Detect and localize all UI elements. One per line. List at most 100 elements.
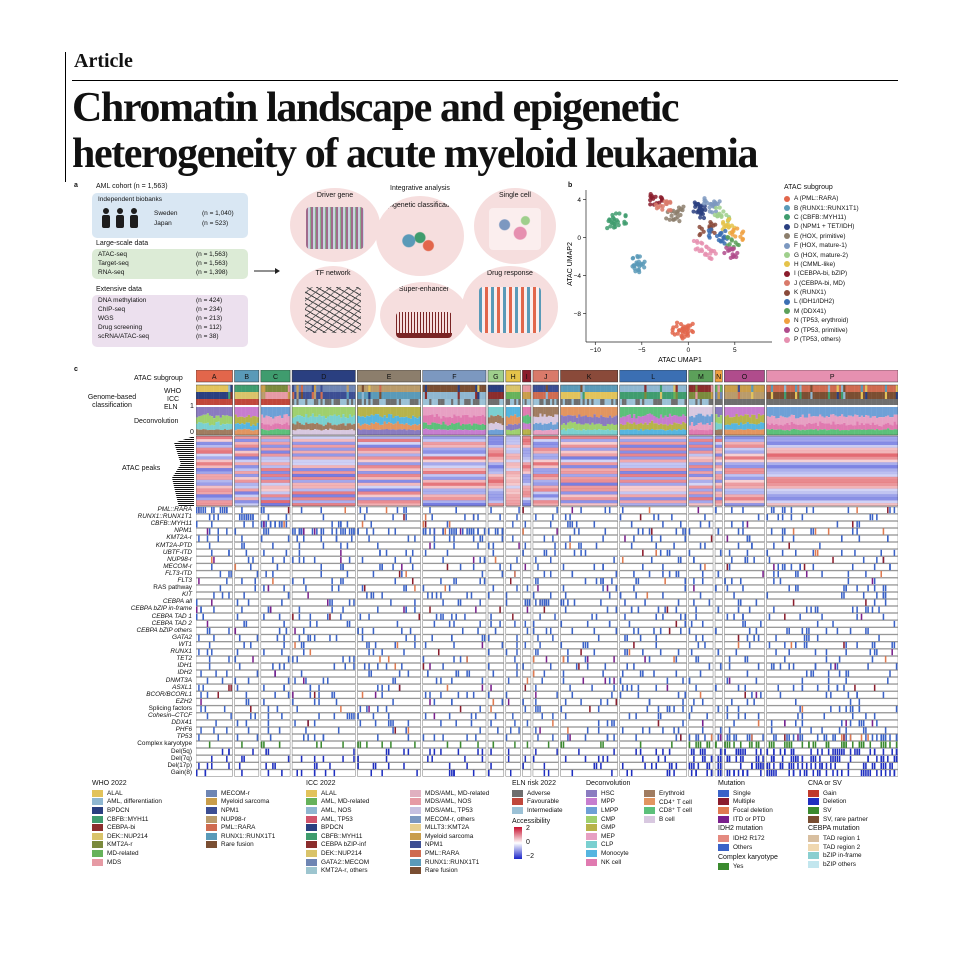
peak-row <box>560 494 618 498</box>
decon-cell <box>869 407 872 418</box>
mutation-mark <box>564 713 567 720</box>
eln-cell <box>744 399 747 405</box>
mutation-mark <box>710 755 713 762</box>
mutation-mark <box>200 705 202 713</box>
decon-cell <box>543 407 546 415</box>
decon-cell <box>803 417 807 427</box>
mutation-track-cell <box>619 762 687 770</box>
who-cell <box>573 385 577 392</box>
eln-cell <box>613 399 616 405</box>
mutation-track-cell <box>724 521 765 528</box>
decon-cell <box>630 407 634 419</box>
mutation-track-cell <box>260 556 291 564</box>
mutation-mark <box>600 599 602 606</box>
mutation-mark <box>377 684 379 691</box>
decon-cell <box>316 416 319 423</box>
mutation-mark <box>706 713 708 720</box>
gene-label: Cohesin–CTCF <box>147 712 192 720</box>
decon-cell <box>444 417 447 425</box>
decon-cell <box>357 415 360 424</box>
mutation-mark <box>586 642 589 649</box>
peak-row <box>260 444 291 448</box>
icc-cell <box>773 392 776 399</box>
decon-cell <box>862 417 866 425</box>
mutation-mark <box>757 720 760 727</box>
peak-row <box>488 479 504 483</box>
decon-cell <box>655 423 658 430</box>
decon-cell <box>524 415 527 424</box>
mutation-mark <box>414 741 416 748</box>
mutation-mark <box>392 563 394 571</box>
mutation-mark <box>494 556 497 564</box>
peak-row <box>488 488 504 492</box>
decon-cell <box>854 407 857 415</box>
mutation-mark <box>422 585 425 592</box>
mutation-mark <box>630 606 633 613</box>
peak-row <box>488 438 504 443</box>
decon-cell <box>206 407 210 414</box>
mutation-mark <box>662 570 664 578</box>
eln-cell <box>695 399 698 405</box>
decon-cell <box>619 423 623 430</box>
mutation-mark <box>742 620 744 627</box>
mutation-track-cell <box>532 755 559 763</box>
who-cell <box>243 385 246 392</box>
eln-cell <box>655 399 658 405</box>
who-cell <box>407 385 410 392</box>
eln-cell <box>830 399 833 405</box>
mutation-mark <box>688 762 691 770</box>
mutation-track-cell <box>196 663 233 670</box>
icc-cell <box>781 392 785 399</box>
mutation-mark <box>693 755 695 762</box>
mutation-mark <box>516 556 518 564</box>
mutation-mark <box>717 528 720 535</box>
peak-row <box>724 482 765 486</box>
icc-cell <box>501 392 505 399</box>
decon-cell <box>221 415 225 424</box>
mutation-track-cell <box>714 556 723 564</box>
mutation-track-cell <box>724 570 765 578</box>
mutation-track-cell <box>619 727 687 734</box>
icc-cell <box>361 392 365 399</box>
mutation-mark <box>401 663 403 670</box>
mutation-mark <box>728 663 731 670</box>
peak-row <box>422 453 486 457</box>
mutation-track-cell <box>234 592 260 599</box>
peak-row <box>532 436 559 440</box>
mutation-mark <box>677 599 680 606</box>
peak-row <box>688 456 714 460</box>
target-seq-label: Target-seq <box>98 260 129 267</box>
who-cell <box>492 385 495 392</box>
decon-cell <box>803 407 807 418</box>
decon-cell <box>737 407 741 417</box>
decon-cell <box>808 429 811 435</box>
decon-cell <box>226 415 229 424</box>
umap-point <box>729 238 735 243</box>
mutation-mark <box>477 514 479 521</box>
who-cell <box>318 385 321 392</box>
peak-row <box>724 465 765 469</box>
peak-row <box>560 500 618 504</box>
who-cell <box>650 385 654 392</box>
icc-cell <box>470 392 474 399</box>
decon-cell <box>468 407 471 418</box>
mutation-track-cell <box>291 549 356 557</box>
decon-cell <box>278 415 282 424</box>
decon-cell <box>411 407 415 416</box>
icc-cell <box>381 392 384 399</box>
mutation-track-cell <box>487 727 505 734</box>
peak-row <box>619 503 687 507</box>
mutation-mark <box>442 613 444 620</box>
eln-cell <box>247 399 251 405</box>
eln-cell <box>871 399 875 405</box>
decon-cell <box>238 424 242 430</box>
eln-cell <box>492 399 495 405</box>
mutation-track-cell <box>234 599 260 606</box>
mutation-track-cell <box>260 698 291 706</box>
mutation-mark <box>535 727 537 734</box>
peaks-frame <box>234 435 260 507</box>
decon-cell <box>552 424 555 431</box>
mutation-track-cell <box>260 684 291 692</box>
umap-legend-dot <box>784 195 790 202</box>
peak-row <box>560 459 618 463</box>
